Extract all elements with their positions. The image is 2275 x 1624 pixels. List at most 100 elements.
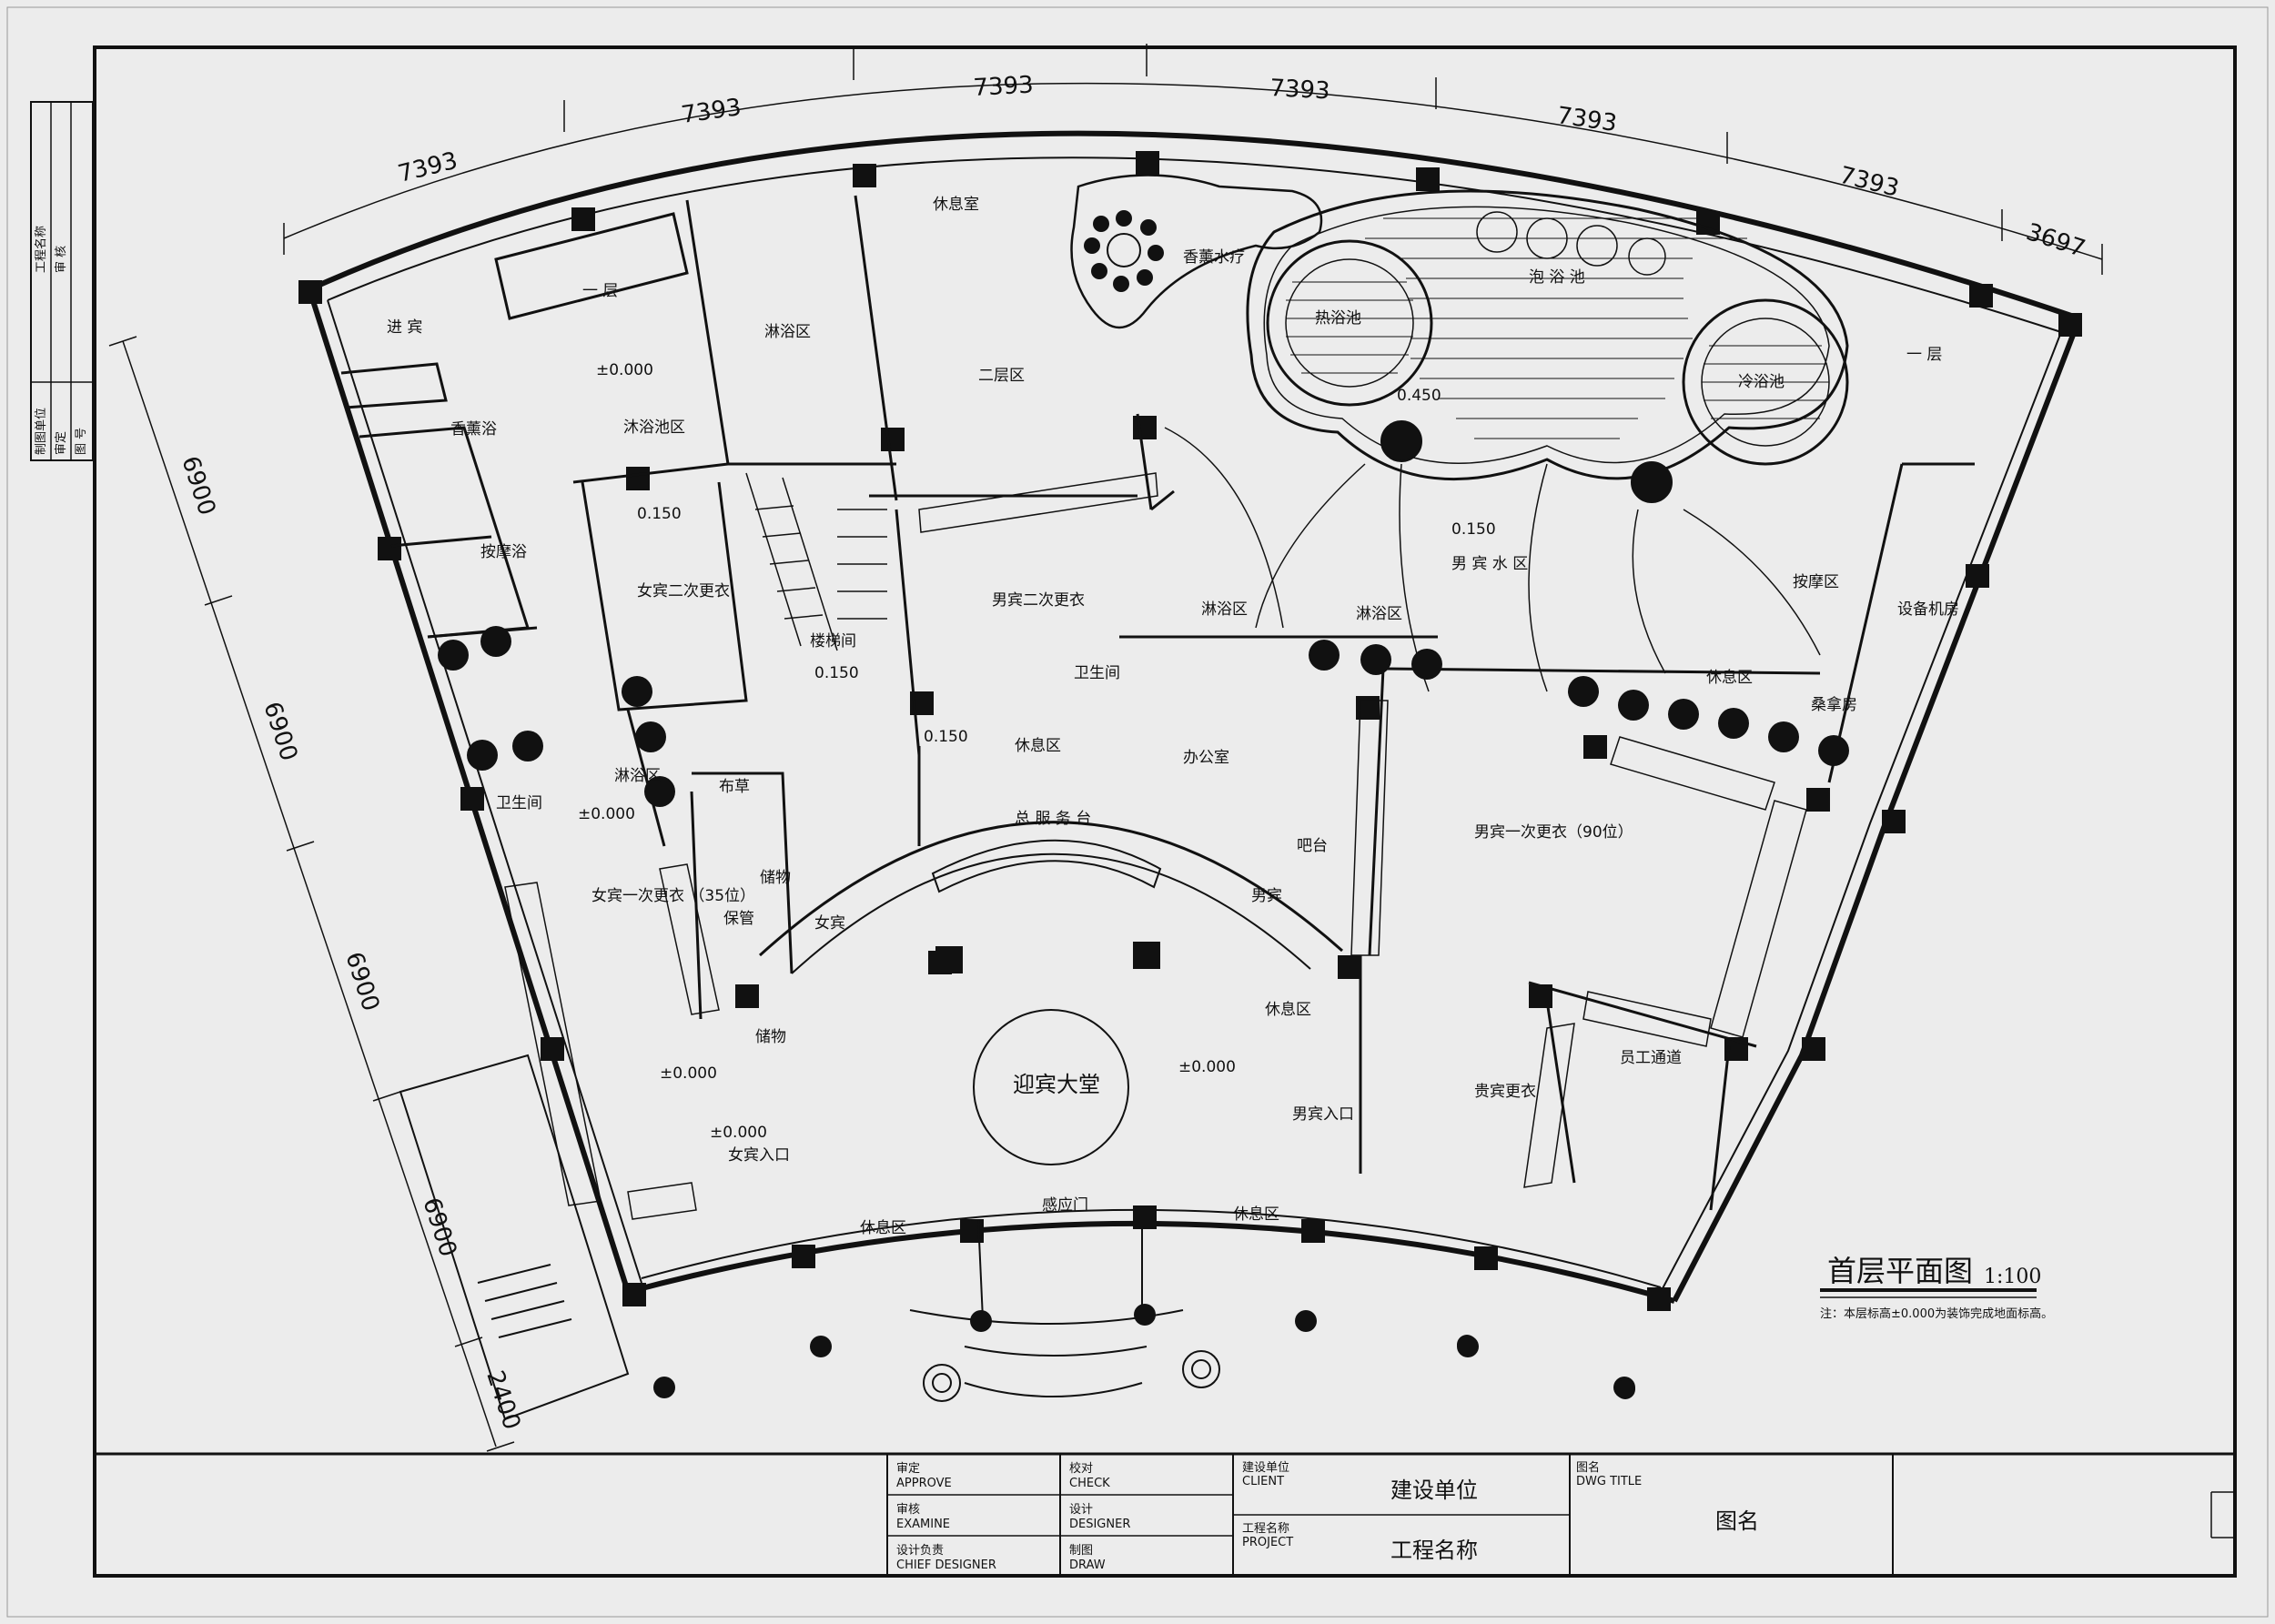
level-mark: ±0.000 xyxy=(596,361,653,379)
ornaments xyxy=(923,1350,1220,1402)
room-label: 储物 xyxy=(760,869,791,887)
dim-line-left xyxy=(122,340,497,1447)
room-label: 按摩浴 xyxy=(480,543,527,561)
side-label-5: 图 号 xyxy=(75,428,88,455)
drawing-title-text: 首层平面图 xyxy=(1827,1254,1973,1288)
room-label: 热浴池 xyxy=(1315,309,1361,328)
title-block xyxy=(95,1452,2235,1576)
room-label: 总 服 务 台 xyxy=(1015,810,1091,828)
drawing-title: 首层平面图 1:100 注：本层标高±0.000为装饰完成地面标高。 xyxy=(1820,1254,2053,1321)
lobby-circle xyxy=(973,1009,1129,1165)
room-label: 感应门 xyxy=(1042,1196,1088,1215)
room-label: 淋浴区 xyxy=(614,767,661,785)
level-mark: ±0.000 xyxy=(660,1064,717,1083)
tb-check-en: CHECK xyxy=(1069,1477,1110,1490)
dim-ticks-left xyxy=(108,336,515,1452)
room-label: 休息区 xyxy=(1015,737,1061,755)
room-label: 沐浴池区 xyxy=(623,419,685,437)
room-label: 女宾入口 xyxy=(728,1146,790,1165)
dim-ticks-top xyxy=(283,44,2103,275)
tb-dwg-value: 图名 xyxy=(1715,1508,1759,1534)
level-marks: ±0.000 0.150 0.150 0.150 ±0.000 0.450 0.… xyxy=(578,361,1496,1142)
reception-desk xyxy=(931,839,1162,893)
outer-wall-top-inner xyxy=(327,156,2062,333)
interior-walls xyxy=(340,195,1975,1211)
level-mark: ±0.000 xyxy=(710,1124,767,1142)
aroma-spa xyxy=(1070,174,1323,329)
pool-column xyxy=(1380,420,1422,462)
dim-top-4: 7393 xyxy=(1269,75,1331,105)
room-label: 淋浴区 xyxy=(1201,600,1248,619)
tb-client-value: 建设单位 xyxy=(1390,1478,1478,1503)
room-label: 员工通道 xyxy=(1620,1049,1682,1067)
room-label: 二层区 xyxy=(978,367,1025,385)
tb-project-value: 工程名称 xyxy=(1390,1538,1478,1563)
locker-strips xyxy=(504,472,1807,1220)
tb-designer: 设计 xyxy=(1069,1503,1093,1517)
tb-drawn-en: DRAW xyxy=(1069,1558,1106,1572)
tb-check: 校对 xyxy=(1069,1461,1093,1476)
tb-examine: 审核 xyxy=(896,1503,920,1517)
room-label: 一 层 xyxy=(1906,346,1942,364)
outer-border xyxy=(6,6,2269,1618)
room-label: 女宾 xyxy=(814,914,845,933)
tb-drawn: 制图 xyxy=(1069,1544,1093,1558)
level-mark: 0.450 xyxy=(1397,387,1441,405)
aroma-spa-seats xyxy=(1084,210,1164,292)
main-pool xyxy=(1246,189,1849,481)
tb-approve: 审定 xyxy=(896,1462,920,1476)
room-label: 布草 xyxy=(719,778,750,796)
cold-pool xyxy=(1682,298,1849,466)
room-label: 贵宾更衣 xyxy=(1474,1083,1536,1101)
tb-project: 工程名称 xyxy=(1242,1521,1289,1536)
outer-wall-top xyxy=(308,130,2080,321)
room-label: 香薰水疗 xyxy=(1183,248,1245,267)
room-label: 办公室 xyxy=(1183,749,1229,767)
room-labels: 进 宾 一 层 淋浴区 休息室 香薰水疗 热浴池 泡 浴 池 冷浴池 一 层 香… xyxy=(387,196,1959,1237)
tb-client: 建设单位 xyxy=(1242,1461,1289,1475)
title-block-text: 审定 APPROVE 校对 CHECK 审核 EXAMINE 设计 DESIGN… xyxy=(896,1460,1759,1572)
pool-hatch xyxy=(1365,217,1747,439)
reception-arc xyxy=(758,821,1343,957)
drawing-note: 注：本层标高±0.000为装饰完成地面标高。 xyxy=(1820,1306,2053,1321)
cold-pool-hatch xyxy=(1702,345,1829,419)
room-label: 泡 浴 池 xyxy=(1529,268,1585,287)
room-label: 男 宾 水 区 xyxy=(1451,555,1528,573)
tb-designer-en: DESIGNER xyxy=(1069,1518,1130,1531)
tb-project-en: PROJECT xyxy=(1242,1536,1293,1549)
level-mark: ±0.000 xyxy=(1178,1058,1236,1076)
tb-approve-en: APPROVE xyxy=(896,1477,952,1490)
room-label: 香薰浴 xyxy=(450,420,497,439)
room-label: 桑拿房 xyxy=(1811,695,1857,714)
side-stamp: 工程名称 审 核 制图单位 审定 图 号 xyxy=(30,101,94,461)
room-label: 男宾二次更衣 xyxy=(992,591,1085,610)
drawing-frame xyxy=(93,45,2237,1578)
tb-dwg-en: DWG TITLE xyxy=(1576,1475,1642,1488)
side-label-1: 工程名称 xyxy=(34,226,48,273)
room-label: 进 宾 xyxy=(387,318,422,337)
room-label: 男宾入口 xyxy=(1292,1105,1354,1124)
drawing-scale: 1:100 xyxy=(1984,1266,2041,1288)
room-label: 休息区 xyxy=(1265,1001,1311,1019)
exterior-stair xyxy=(399,1054,630,1421)
room-label: 一 层 xyxy=(582,282,618,300)
room-label: 淋浴区 xyxy=(764,323,811,341)
room-label: 楼梯间 xyxy=(810,632,856,651)
level-mark: 0.150 xyxy=(814,664,859,682)
room-label-lobby: 迎宾大堂 xyxy=(1013,1072,1100,1097)
level-mark: ±0.000 xyxy=(578,805,635,823)
tb-client-en: CLIENT xyxy=(1242,1475,1284,1488)
floor-plan xyxy=(108,44,2103,1452)
level-mark: 0.150 xyxy=(1451,520,1496,539)
room-label: 吧台 xyxy=(1297,837,1328,855)
room-label: 按摩区 xyxy=(1793,573,1839,591)
room-label: 男宾一次更衣（90位） xyxy=(1474,823,1633,842)
side-label-4: 审定 xyxy=(55,431,68,455)
dim-line-top xyxy=(283,82,2103,260)
main-pool-edge xyxy=(1263,206,1830,464)
side-label-2: 审 核 xyxy=(55,246,68,273)
room-label: 休息室 xyxy=(933,196,979,214)
ground-markers xyxy=(1457,1335,1635,1399)
